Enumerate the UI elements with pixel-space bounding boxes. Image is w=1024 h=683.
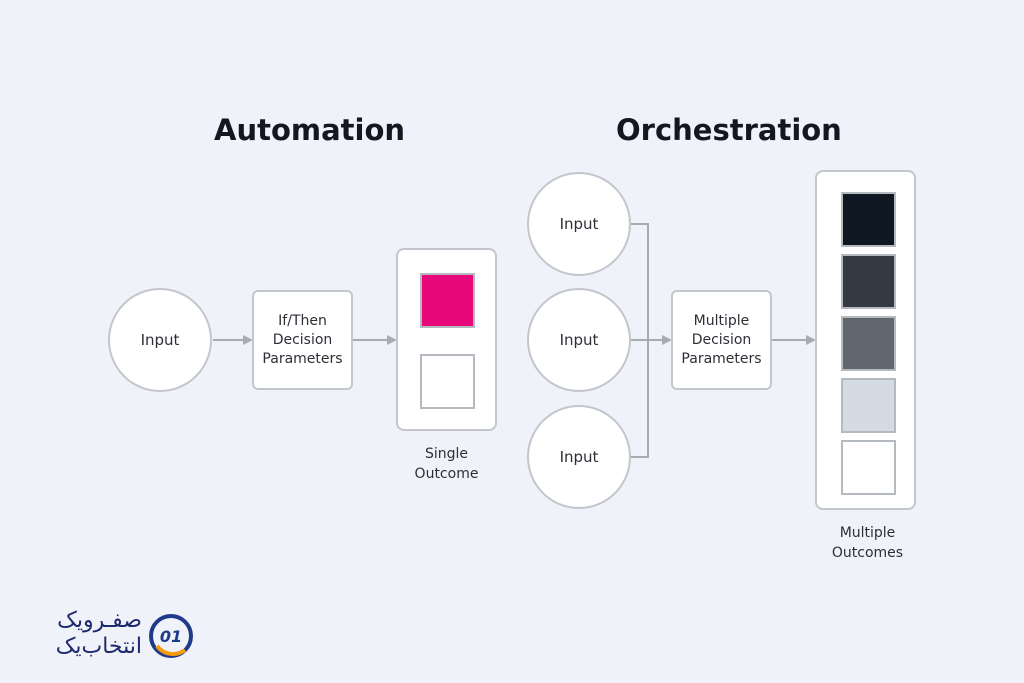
multiple-outcome-swatch-5 xyxy=(841,440,896,495)
multiple-outcome-swatch-2 xyxy=(841,254,896,309)
orchestration-input-label-2: Input xyxy=(559,331,599,349)
brand-logo: صفـرویک انتخاب‌یک 01 xyxy=(24,607,194,665)
orchestration-input-node-1: Input xyxy=(527,172,631,276)
single-outcome-swatch-1 xyxy=(420,273,475,328)
multiple-outcomes-panel xyxy=(815,170,916,510)
multiple-outcome-swatch-1 xyxy=(841,192,896,247)
orchestration-input-label-1: Input xyxy=(559,215,599,233)
multiple-outcome-swatch-3 xyxy=(841,316,896,371)
single-outcome-swatch-2 xyxy=(420,354,475,409)
automation-input-label: Input xyxy=(140,331,180,349)
single-outcome-panel xyxy=(396,248,497,431)
bracket-orchestration-inputs xyxy=(631,223,649,458)
logo-text-line1: صفـرویک xyxy=(57,608,142,633)
single-outcome-caption: Single Outcome xyxy=(414,446,479,482)
logo-mark-text: 01 xyxy=(160,627,182,646)
automation-title: Automation xyxy=(214,113,406,147)
logo-mark-icon: 01 xyxy=(149,614,193,658)
orchestration-input-label-3: Input xyxy=(559,448,599,466)
multiple-outcome-swatch-4 xyxy=(841,378,896,433)
orchestration-title: Orchestration xyxy=(616,113,842,147)
ifthen-parameters-box: If/Then Decision Parameters xyxy=(252,290,353,390)
multiple-parameters-label: Multiple Decision Parameters xyxy=(681,312,762,367)
ifthen-parameters-label: If/Then Decision Parameters xyxy=(262,312,343,367)
multiple-parameters-box: Multiple Decision Parameters xyxy=(671,290,772,390)
multiple-outcomes-caption: Multiple Outcomes xyxy=(831,525,904,561)
orchestration-input-node-3: Input xyxy=(527,405,631,509)
orchestration-input-node-2: Input xyxy=(527,288,631,392)
logo-text-line2: انتخاب‌یک xyxy=(55,634,142,659)
automation-input-node: Input xyxy=(108,288,212,392)
